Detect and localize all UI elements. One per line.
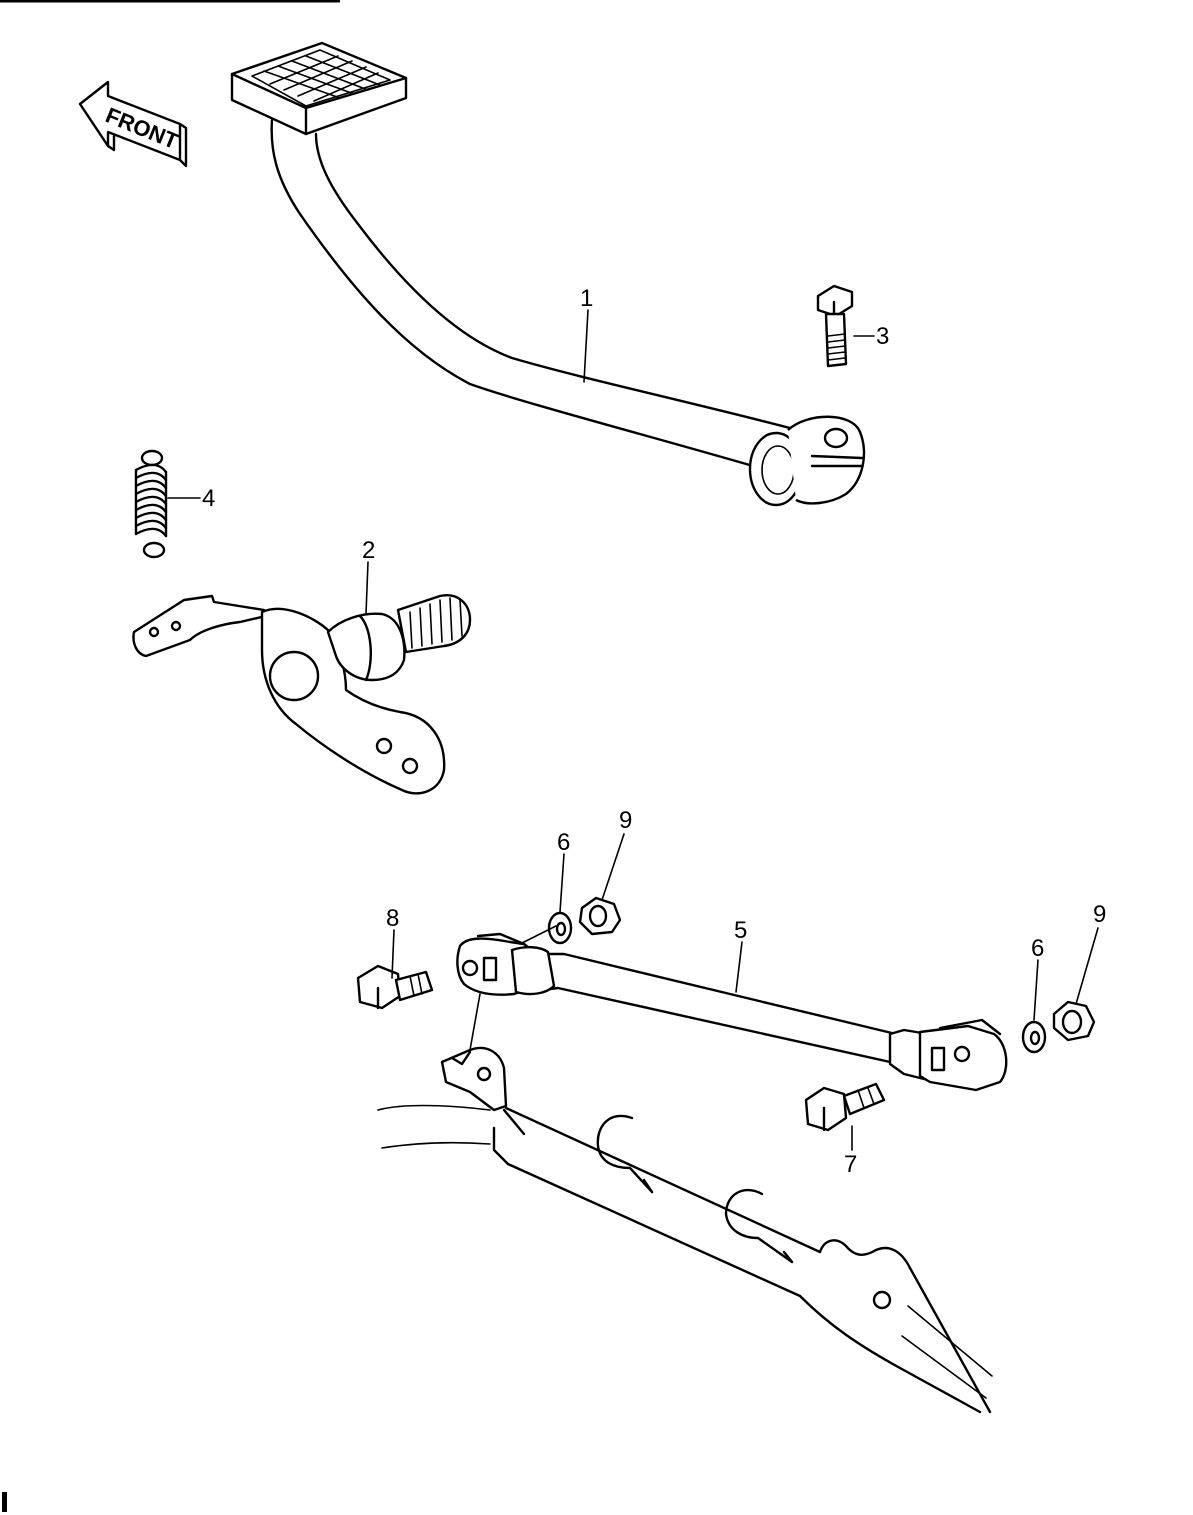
nut-left: [578, 896, 622, 936]
callout-6-left: 6: [557, 829, 570, 856]
callout-7: 7: [844, 1151, 857, 1178]
margin-mark: [2, 1492, 7, 1512]
rod-bolt-left: [356, 964, 434, 1010]
callout-2: 2: [362, 537, 375, 564]
return-spring: [134, 449, 168, 559]
brake-rod: [456, 932, 1008, 1092]
callout-8: 8: [386, 905, 399, 932]
callout-4: 4: [202, 485, 215, 512]
rod-bolt-right: [804, 1082, 886, 1132]
brake-pivot-lever: [132, 594, 472, 795]
pedal-clamp-bolt: [816, 284, 854, 368]
leader-lines: [167, 309, 1099, 1151]
nut-right: [1052, 1000, 1096, 1042]
washer-left: [547, 911, 573, 945]
callout-3: 3: [876, 323, 889, 350]
frame-reference: [377, 1046, 993, 1414]
callout-6-right: 6: [1031, 935, 1044, 962]
pedal-pad-grip-pattern: [251, 49, 391, 107]
callout-5: 5: [734, 917, 747, 944]
callout-9-right: 9: [1093, 901, 1106, 928]
brake-pedal: [230, 41, 866, 507]
callout-9-left: 9: [619, 807, 632, 834]
washer-right: [1021, 1020, 1047, 1054]
callout-1: 1: [580, 285, 593, 312]
front-arrow-icon: FRONT: [78, 80, 188, 168]
